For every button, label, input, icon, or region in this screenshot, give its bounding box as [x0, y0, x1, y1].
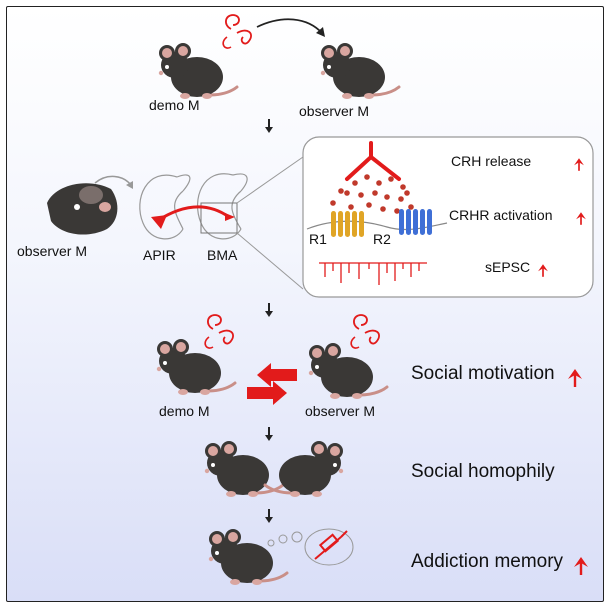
- crh-release-label: CRH release: [451, 153, 532, 169]
- observer-slice-label: observer M: [17, 243, 88, 259]
- apir-label: APIR: [143, 247, 176, 263]
- demo-mouse-label: demo M: [149, 97, 200, 113]
- social-motivation-label: Social motivation: [411, 363, 555, 384]
- r1-label: R1: [309, 231, 327, 247]
- crhr1-receptor: [331, 211, 364, 237]
- synapse-inset: [302, 136, 594, 298]
- bma-marker: [225, 213, 235, 221]
- transfer-arrow-top: [256, 18, 323, 34]
- flow-arrow-1: [264, 118, 274, 134]
- crhr2-receptor: [399, 209, 432, 235]
- flow-arrow-4: [264, 508, 274, 524]
- thought-bubbles: [267, 528, 354, 566]
- syringe-icon: [314, 530, 348, 560]
- social-motivation-up-icon: [566, 367, 584, 389]
- sepsc-trace: [319, 262, 427, 285]
- addiction-memory-label: Addiction memory: [411, 551, 564, 572]
- odor-cue-top: [222, 14, 252, 49]
- interaction-arrow-left: [257, 363, 297, 387]
- observer-mouse-top: [319, 41, 401, 101]
- flow-arrow-2: [264, 302, 274, 318]
- bma-label: BMA: [207, 247, 238, 263]
- demo-mouse-interaction: [155, 337, 237, 397]
- addiction-memory-up-icon: [572, 555, 590, 577]
- zoom-line-2: [236, 232, 304, 290]
- odor-cue-demo: [204, 314, 234, 349]
- interaction-arrow-right: [247, 381, 287, 405]
- slice-arrow: [94, 175, 132, 186]
- apir-marker: [151, 215, 167, 229]
- zoom-line-1: [236, 156, 304, 204]
- social-homophily-label: Social homophily: [411, 461, 555, 482]
- brain-slice-left: [139, 174, 191, 240]
- demo-mouse-top: [157, 41, 239, 101]
- figure-frame: demo M observer M observer M APIR BMA R1…: [6, 6, 604, 602]
- odor-cue-observer: [350, 314, 380, 349]
- slice-arrowhead: [126, 181, 133, 189]
- presynaptic-terminal: [345, 141, 401, 181]
- flow-arrow-3: [264, 426, 274, 442]
- transfer-arrowhead-top: [316, 27, 325, 37]
- observer-interaction-label: observer M: [305, 403, 376, 419]
- bma-box: [200, 202, 238, 234]
- observer-mouse-head: [47, 183, 118, 235]
- demo-interaction-label: demo M: [159, 403, 210, 419]
- addiction-mouse: [207, 527, 289, 587]
- sepsc-label: sEPSC: [485, 259, 531, 275]
- r2-label: R2: [373, 231, 391, 247]
- apir-bma-projection: [156, 205, 230, 223]
- observer-mouse-interaction: [307, 341, 389, 401]
- crh-vesicles: [330, 174, 414, 214]
- crhr-activation-label: CRHR activation: [449, 207, 553, 223]
- observer-mouse-label: observer M: [299, 103, 370, 119]
- graphical-abstract: [47, 14, 594, 587]
